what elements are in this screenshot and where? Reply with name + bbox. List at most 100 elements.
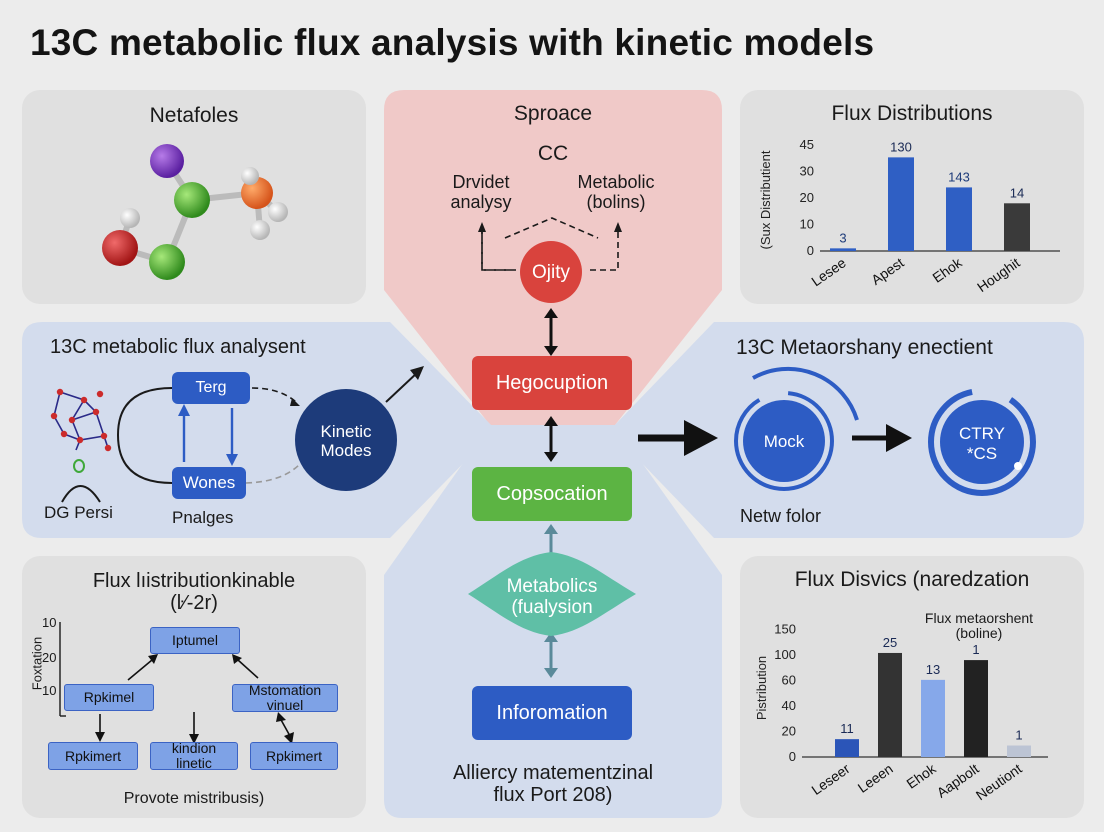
page-title: 13C metabolic flux analysis with kinetic… [30, 22, 875, 63]
category-label: Leseer [808, 760, 853, 798]
y-tick-label: 0 [807, 243, 814, 258]
y-axis-label: Pistribution [754, 656, 769, 720]
bottom-left-ytick-3: 10 [42, 683, 57, 698]
atom-white-1 [120, 208, 140, 228]
bracket-connector [116, 387, 173, 484]
bottom-right-panel-title: Flux Disvics (naredzation [794, 568, 1030, 591]
bar-aapbolt [964, 660, 988, 757]
metabolites-panel-title: Netafoles [149, 104, 239, 127]
mid-left-panel-title: 13C metabolic flux analysent [50, 336, 306, 358]
data-label: 3 [839, 230, 846, 245]
bottom-left-panel-title: Flux lıistributionkinable (ŀ⁄-2r) [92, 570, 296, 614]
bottom-left-ytick-1: 10 [42, 615, 57, 630]
arrow-diagonal [385, 371, 419, 403]
rpkimert-left-box: Rpkimert [48, 742, 138, 770]
y-tick-label: 10 [800, 217, 814, 232]
y-tick-label: 45 [800, 137, 814, 152]
ojity-circle [520, 241, 582, 303]
bar-houghit [1004, 203, 1030, 251]
center-panel-title: Sproace [513, 102, 593, 125]
y-tick-label: 150 [774, 622, 796, 637]
wones-box: Wones [172, 467, 246, 499]
atom-orange [241, 177, 273, 209]
mid-right-panel-title: 13C Metaorshany enectient [736, 336, 993, 359]
arc-icon [61, 485, 101, 503]
flux-disvics-chart: 0204060100150Pistribution11Leseer25Leeen… [754, 622, 1048, 803]
atom-red [102, 230, 138, 266]
terg-box: Terg [172, 372, 250, 404]
data-label: 1 [1015, 728, 1022, 743]
copsocation-box: Copsocation [472, 467, 632, 521]
rpkimert-right-box: Rpkimert [250, 742, 338, 770]
bar-leeen [878, 652, 902, 757]
cc-label: CC [537, 142, 569, 165]
analysis-label: Drvidet analysy [450, 172, 512, 212]
mid-right-caption: Netw folor [740, 506, 822, 526]
atom-white-2 [268, 202, 288, 222]
atom-green-2 [149, 244, 185, 280]
bar-apest [888, 157, 914, 251]
data-label: 14 [1010, 185, 1024, 200]
metabolic-label: Metabolic (bolins) [577, 172, 655, 212]
bar-leseer [835, 739, 859, 757]
y-tick-label: 100 [774, 647, 796, 662]
y-tick-label: 60 [782, 673, 796, 688]
atom-white-4 [241, 167, 259, 185]
small-green-ring-icon [73, 459, 85, 473]
bottom-right-subtitle: Flux metaorshent (boline) [924, 610, 1034, 641]
iptumel-box: Iptumel [150, 627, 240, 654]
bar-ehok [946, 187, 972, 251]
rpkimel-box: Rpkimel [64, 684, 154, 711]
ctry-label: CTRY *CS [959, 424, 1005, 463]
data-label: 1 [972, 642, 979, 657]
kinetic-models-circle [295, 389, 397, 491]
bar-ehok [921, 679, 945, 757]
bar-neutiont [1007, 745, 1031, 757]
mock-circle [734, 366, 859, 491]
kinetic-models-label: Kinetic Modes [320, 422, 372, 460]
category-label: Leeen [855, 760, 896, 795]
pathway-network-nodes [50, 388, 112, 452]
flux-distributions-panel-title: Flux Distributions [831, 102, 993, 125]
y-tick-label: 40 [782, 698, 796, 713]
metabolics-leaf-shape [468, 552, 636, 636]
bottom-right-panel [740, 556, 1084, 818]
y-tick-label: 30 [800, 164, 814, 179]
hegocuption-box: Hegocuption [472, 356, 632, 410]
bar-lesee [830, 248, 856, 251]
bottom-left-ytick-2: 20 [42, 650, 57, 665]
y-tick-label: 0 [789, 749, 796, 764]
dashed-connector-bottom [245, 463, 301, 484]
category-label: Aapbolt [934, 760, 982, 800]
y-axis-label: (Sux Distributient [758, 150, 773, 249]
atom-purple [150, 144, 184, 178]
data-label: 130 [890, 139, 912, 154]
data-label: 11 [840, 721, 854, 736]
data-label: 25 [883, 635, 897, 650]
inforomation-box: Inforomation [472, 686, 632, 740]
data-label: 13 [926, 662, 940, 677]
y-tick-label: 20 [800, 190, 814, 205]
y-tick-label: 20 [782, 724, 796, 739]
bottom-left-footer: Provote mistribusis) [123, 790, 265, 807]
metabolics-label: Metabolics (fualysion [506, 576, 598, 618]
pnalges-label: Pnalges [172, 508, 234, 527]
ojity-label: Ojity [532, 262, 570, 283]
atom-green-1 [174, 182, 210, 218]
mock-label: Mock [763, 432, 805, 451]
center-footer: Alliercy matementzinal flux Port 208) [452, 762, 654, 806]
atom-white-3 [250, 220, 270, 240]
category-label: Neutiont [973, 760, 1025, 803]
kindion-box: kindion linetic [150, 741, 238, 771]
ctry-circle [928, 388, 1036, 496]
mstomation-box: Mstomation vinuel [232, 683, 338, 713]
molecule-icon [102, 144, 288, 280]
